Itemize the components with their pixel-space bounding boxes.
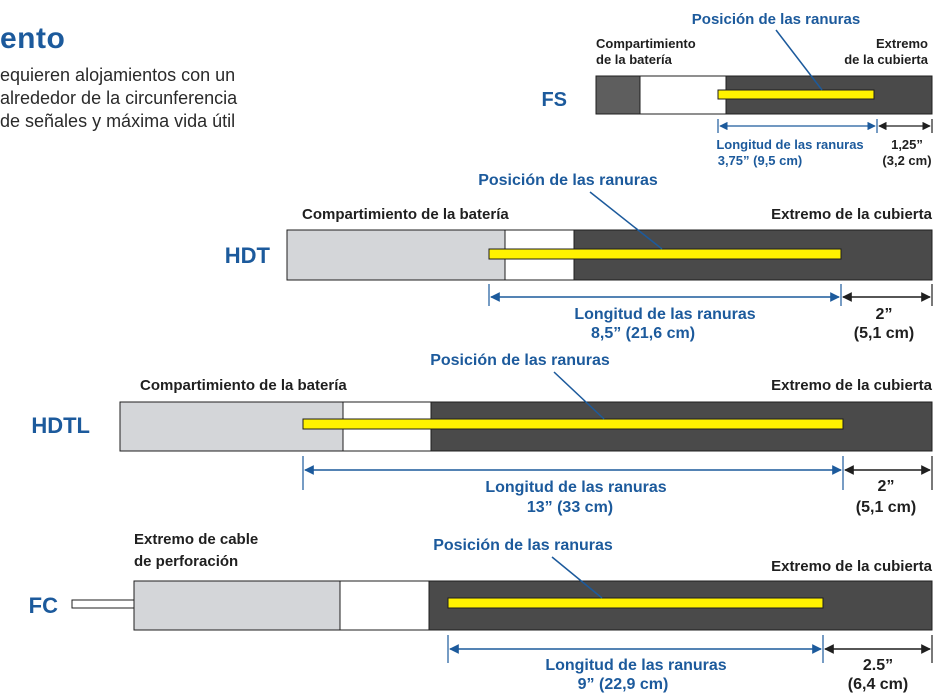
page-title: ento xyxy=(0,22,66,55)
fs-end-length-label-1: 1,25” xyxy=(891,137,923,152)
hdtl-left-end-label: Compartimiento de la batería xyxy=(140,377,347,394)
fc-slot-position-label: Posición de las ranuras xyxy=(433,537,613,554)
hdtl-slot-length-label-1: Longitud de las ranuras xyxy=(485,479,666,496)
hdt-slot-length-label-2: 8,5” (21,6 cm) xyxy=(591,325,695,342)
hdtl-slot-position-label: Posición de las ranuras xyxy=(430,352,610,369)
fs-battery-section xyxy=(595,75,641,115)
hdtl-right-end-label: Extremo de la cubierta xyxy=(771,377,933,394)
hdt-model-name: HDT xyxy=(225,243,271,268)
hdt-slot-pointer xyxy=(589,191,663,250)
hdt-battery-section xyxy=(286,229,506,281)
fs-end-length-label-2: (3,2 cm) xyxy=(882,153,931,168)
fc-cable-section xyxy=(133,580,341,631)
hdt-end-length-label-2: (5,1 cm) xyxy=(854,325,914,342)
fc-drill-cable xyxy=(71,599,135,609)
fs-left-end-label-1: Compartimiento xyxy=(596,36,696,51)
fc-right-end-label: Extremo de la cubierta xyxy=(771,558,933,575)
fc-left-end-label-2: de perforación xyxy=(134,553,238,570)
fc-white-section xyxy=(339,580,430,631)
fc-end-length-label-1: 2.5” xyxy=(863,657,893,674)
fc-model-name: FC xyxy=(29,593,58,618)
fs-left-end-label-2: de la batería xyxy=(596,52,673,67)
fc-end-length-label-2: (6,4 cm) xyxy=(848,676,908,693)
hdt-end-length-label-1: 2” xyxy=(876,306,893,323)
hdtl-slot-length-label-2: 13” (33 cm) xyxy=(527,499,613,516)
fs-slot-pointer xyxy=(775,29,823,91)
hdtl-diagram: Posición de las ranuras Compartimiento d… xyxy=(31,352,932,516)
hdt-slot-length-label-1: Longitud de las ranuras xyxy=(574,306,755,323)
intro-text: equieren alojamientos con un alrededor d… xyxy=(0,64,360,133)
fc-slot-bar xyxy=(447,597,824,609)
fs-slot-position-label: Posición de las ranuras xyxy=(692,11,860,28)
intro-line-2: alrededor de la circunferencia xyxy=(0,88,238,108)
fc-slot-length-label-1: Longitud de las ranuras xyxy=(545,657,726,674)
fs-diagram: Posición de las ranuras Compartimiento d… xyxy=(541,11,933,168)
fs-slot-length-label-1: Longitud de las ranuras xyxy=(716,137,863,152)
hdtl-slot-bar xyxy=(302,418,844,430)
hdt-right-end-label: Extremo de la cubierta xyxy=(771,206,933,223)
hdt-slot-position-label: Posición de las ranuras xyxy=(478,172,658,189)
fs-right-end-label-1: Extremo xyxy=(876,36,928,51)
fs-model-name: FS xyxy=(541,89,567,111)
fc-diagram: Extremo de cable de perforación Posición… xyxy=(29,531,933,693)
fc-slot-pointer xyxy=(551,556,603,599)
hdtl-end-length-label-1: 2” xyxy=(878,478,895,495)
fc-left-end-label-1: Extremo de cable xyxy=(134,531,258,548)
fs-slot-bar xyxy=(717,89,875,100)
intro-line-1: equieren alojamientos con un xyxy=(0,65,236,85)
fs-right-end-label-2: de la cubierta xyxy=(844,52,929,67)
hdt-slot-bar xyxy=(488,248,842,260)
fs-slot-length-label-2: 3,75” (9,5 cm) xyxy=(718,153,803,168)
hdt-diagram: Posición de las ranuras Compartimiento d… xyxy=(225,172,933,342)
fc-slot-length-label-2: 9” (22,9 cm) xyxy=(578,676,669,693)
hdtl-slot-pointer xyxy=(553,371,605,420)
hdtl-end-length-label-2: (5,1 cm) xyxy=(856,499,916,516)
hdt-left-end-label: Compartimiento de la batería xyxy=(302,206,509,223)
intro-line-3: de señales y máxima vida útil xyxy=(0,111,236,131)
fs-white-section xyxy=(639,75,727,115)
hdtl-model-name: HDTL xyxy=(31,413,90,438)
